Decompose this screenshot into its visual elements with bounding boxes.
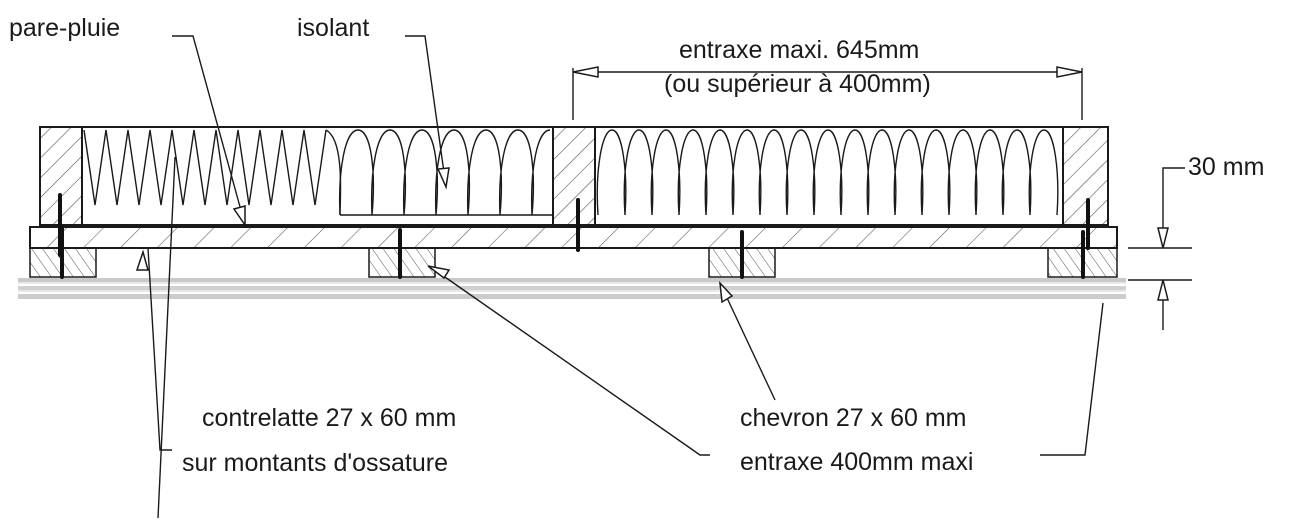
label-isolant: isolant <box>297 14 369 42</box>
cladding <box>18 278 1126 299</box>
label-chevron-line1: chevron 27 x 60 mm <box>740 404 967 432</box>
label-pare-pluie: pare-pluie <box>9 14 120 42</box>
stud-right <box>1062 126 1109 226</box>
rain-screen-board <box>29 226 1118 249</box>
leader-lines <box>135 35 1104 519</box>
insulation-left-bay <box>83 129 553 216</box>
wall-frame <box>39 126 1109 226</box>
stud-middle <box>552 126 596 226</box>
thickness-dimension <box>1128 167 1192 330</box>
entraxe-dimension <box>572 66 1083 120</box>
insulation-right-bay <box>596 129 1059 216</box>
label-contrelatte-line1: contrelatte 27 x 60 mm <box>202 404 456 432</box>
label-thickness: 30 mm <box>1188 153 1264 181</box>
label-chevron-line2: entraxe 400mm maxi <box>740 448 973 476</box>
battens <box>29 247 1118 278</box>
fasteners <box>58 193 1090 279</box>
label-entraxe-line1: entraxe maxi. 645mm <box>679 36 919 64</box>
label-entraxe-line2: (ou supérieur à 400mm) <box>664 70 931 98</box>
label-contrelatte-line2: sur montants d'ossature <box>182 449 448 477</box>
